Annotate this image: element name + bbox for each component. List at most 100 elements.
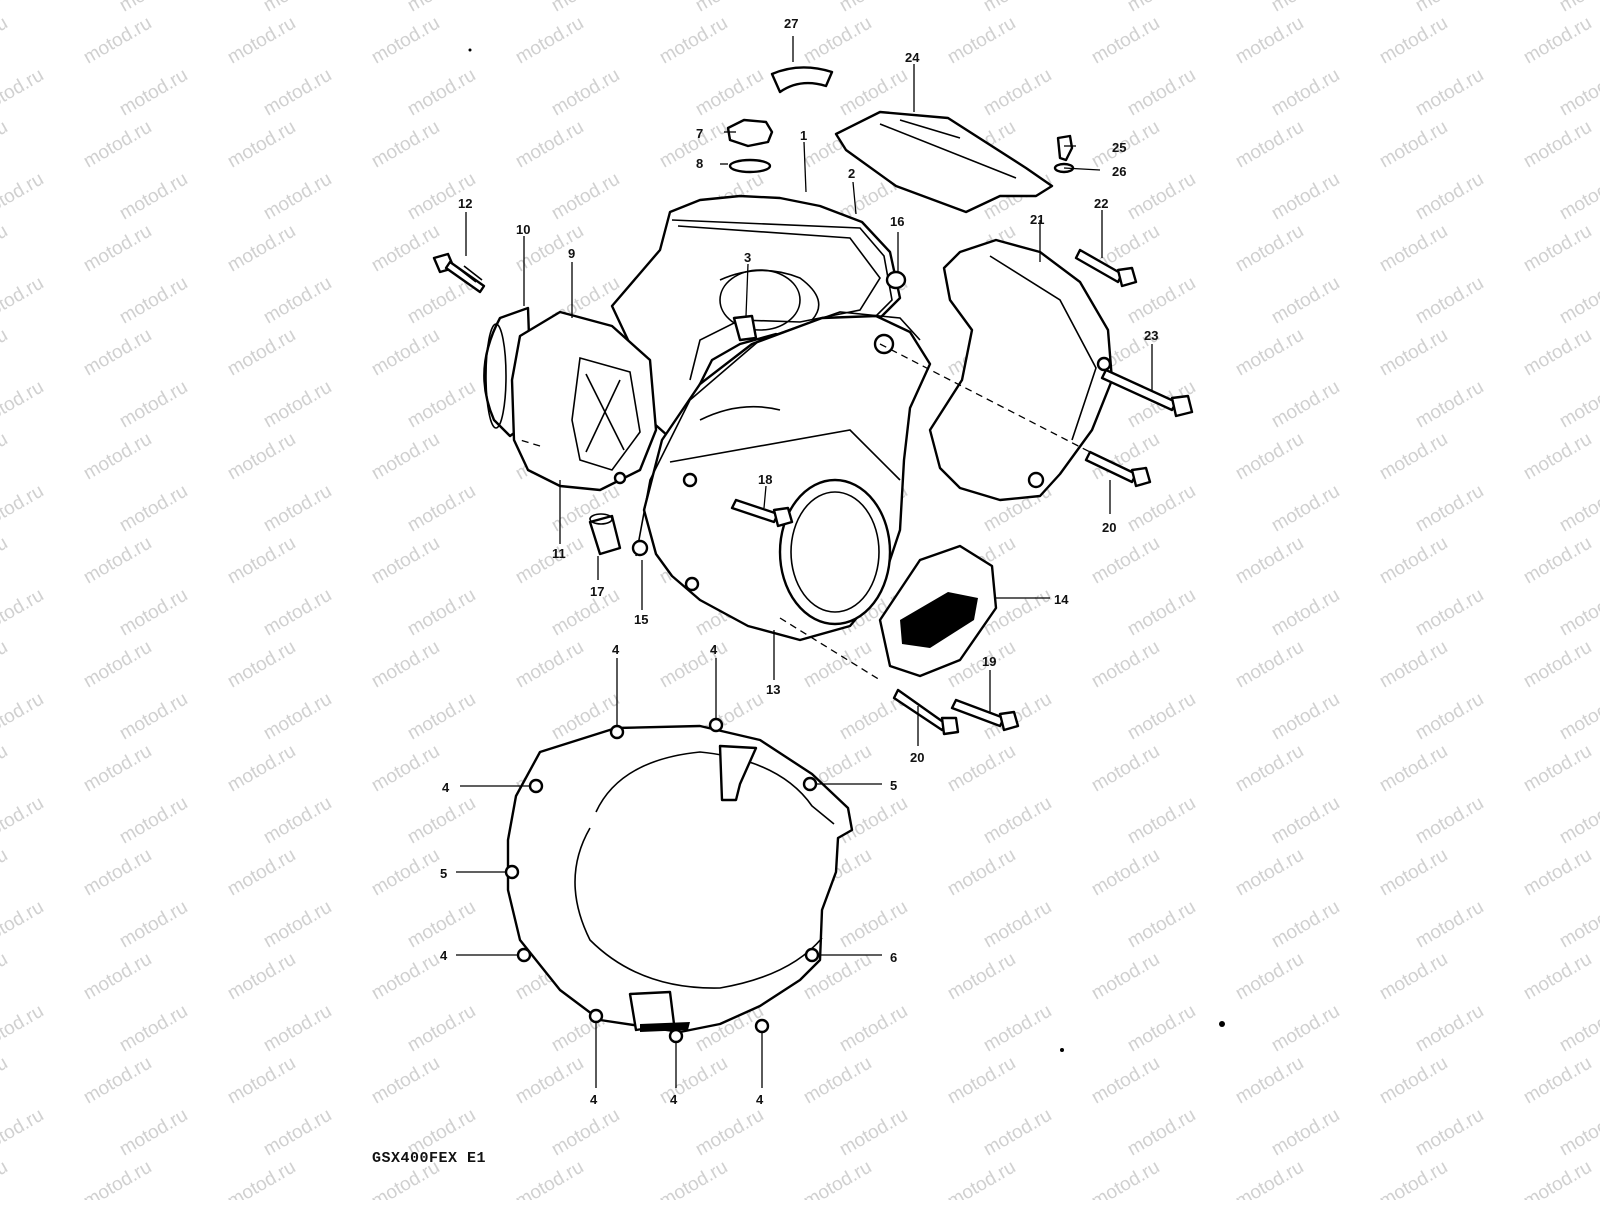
watermark-text: motod.ru [1412, 1001, 1487, 1057]
callout-2: 2 [848, 166, 855, 181]
watermark-text: motod.ru [80, 949, 155, 1005]
watermark-text: motod.ru [1412, 689, 1487, 745]
watermark-text: motod.ru [1412, 897, 1487, 953]
watermark-text: motod.ru [1268, 273, 1343, 329]
part-25-screw [1056, 134, 1074, 162]
watermark-text: motod.ru [944, 1157, 1019, 1200]
watermark-text: motod.ru [80, 1053, 155, 1109]
watermark-text: motod.ru [224, 1157, 299, 1200]
watermark-text: motod.ru [836, 0, 911, 16]
watermark-text: motod.ru [1268, 585, 1343, 641]
callout-19: 19 [982, 654, 996, 669]
watermark-text: motod.ru [224, 117, 299, 173]
part-2-gasket [671, 219, 893, 323]
watermark-text: motod.ru [1376, 949, 1451, 1005]
watermark-text: motod.ru [368, 13, 443, 69]
watermark-text: motod.ru [1556, 481, 1600, 537]
watermark-text: motod.ru [944, 1053, 1019, 1109]
watermark-text: motod.ru [116, 585, 191, 641]
callout-4a: 4 [612, 642, 620, 657]
watermark-text: motod.ru [224, 1053, 299, 1109]
watermark-text: motod.ru [0, 169, 47, 225]
watermark-text: motod.ru [1232, 429, 1307, 485]
watermark-text: motod.ru [1088, 1157, 1163, 1200]
watermark-text: motod.ru [80, 637, 155, 693]
watermark-text: motod.ru [512, 1157, 587, 1200]
part-21-side-cover [928, 238, 1114, 502]
watermark-text: motod.ru [1124, 0, 1199, 16]
watermark-text: motod.ru [1268, 0, 1343, 16]
callout-27: 27 [784, 16, 798, 31]
callout-5a: 5 [890, 778, 897, 793]
watermark-text: motod.ru [656, 1157, 731, 1200]
watermark-text: motod.ru [80, 429, 155, 485]
callout-4b: 4 [710, 642, 718, 657]
part-7-filler-cap [726, 118, 774, 148]
watermark-text: motod.ru [1232, 13, 1307, 69]
watermark-text: motod.ru [1520, 1053, 1595, 1109]
watermark-text: motod.ru [1232, 949, 1307, 1005]
watermark-text: motod.ru [1088, 13, 1163, 69]
part-17-spacer [588, 514, 622, 556]
watermark-text: motod.ru [512, 1053, 587, 1109]
watermark-text: motod.ru [1268, 481, 1343, 537]
watermark-text: motod.ru [0, 585, 47, 641]
watermark-text: motod.ru [1556, 585, 1600, 641]
watermark-text: motod.ru [1556, 0, 1600, 16]
watermark-text: motod.ru [1412, 585, 1487, 641]
callouts: 27 24 7 8 1 2 25 26 12 10 9 3 16 21 22 2… [440, 16, 1158, 1107]
watermark-text: motod.ru [368, 117, 443, 173]
watermark-text: motod.ru [1232, 1053, 1307, 1109]
watermark-text: motod.ru [260, 0, 335, 16]
watermark-text: motod.ru [1556, 273, 1600, 329]
watermark-text: motod.ru [1412, 481, 1487, 537]
callout-20b: 20 [910, 750, 924, 765]
watermark-text: motod.ru [980, 65, 1055, 121]
watermark-text: motod.ru [260, 585, 335, 641]
callout-21: 21 [1030, 212, 1044, 227]
watermark-text: motod.ru [980, 0, 1055, 16]
watermark-text: motod.ru [1268, 377, 1343, 433]
watermark-text: motod.ru [1556, 689, 1600, 745]
watermark-text: motod.ru [0, 377, 47, 433]
leader-lines [456, 36, 1153, 1088]
watermark-text: motod.ru [116, 273, 191, 329]
callout-15: 15 [634, 612, 648, 627]
watermark-text: motod.ru [1088, 741, 1163, 797]
watermark-text: motod.ru [1412, 273, 1487, 329]
watermark-text: motod.ru [80, 325, 155, 381]
watermark-text: motod.ru [1124, 65, 1199, 121]
watermark-text: motod.ru [224, 221, 299, 277]
watermark-text: motod.ru [1412, 65, 1487, 121]
watermark-text: motod.ru [404, 689, 479, 745]
watermark-text: motod.ru [260, 1105, 335, 1161]
watermark-text: motod.ru [260, 481, 335, 537]
callout-24: 24 [905, 50, 920, 65]
callout-25: 25 [1112, 140, 1126, 155]
watermark-text: motod.ru [1556, 793, 1600, 849]
part-3-dowel [732, 314, 758, 342]
callout-20a: 20 [1102, 520, 1116, 535]
model-code-label: GSX400FEX E1 [372, 1150, 487, 1167]
watermark-text: motod.ru [1412, 377, 1487, 433]
watermark-text: motod.ru [692, 0, 767, 16]
part-20-bolt-upper [1084, 450, 1152, 488]
callout-8: 8 [696, 156, 703, 171]
watermark-text: motod.ru [260, 273, 335, 329]
watermark-text: motod.ru [1556, 65, 1600, 121]
watermark-text: motod.ru [1376, 533, 1451, 589]
watermark-text: motod.ru [836, 897, 911, 953]
watermark-text: motod.ru [368, 533, 443, 589]
watermark-text: motod.ru [1124, 1001, 1199, 1057]
watermark-text: motod.ru [1556, 897, 1600, 953]
watermark-text: motod.ru [1232, 1157, 1307, 1200]
watermark-text: motod.ru [224, 949, 299, 1005]
callout-4g: 4 [756, 1092, 764, 1107]
watermark-text: motod.ru [1088, 1053, 1163, 1109]
watermark-text: motod.ru [116, 793, 191, 849]
watermark-text: motod.ru [1232, 325, 1307, 381]
watermark-text: motod.ru [1268, 1105, 1343, 1161]
callout-23: 23 [1144, 328, 1158, 343]
watermark-text: motod.ru [1376, 221, 1451, 277]
